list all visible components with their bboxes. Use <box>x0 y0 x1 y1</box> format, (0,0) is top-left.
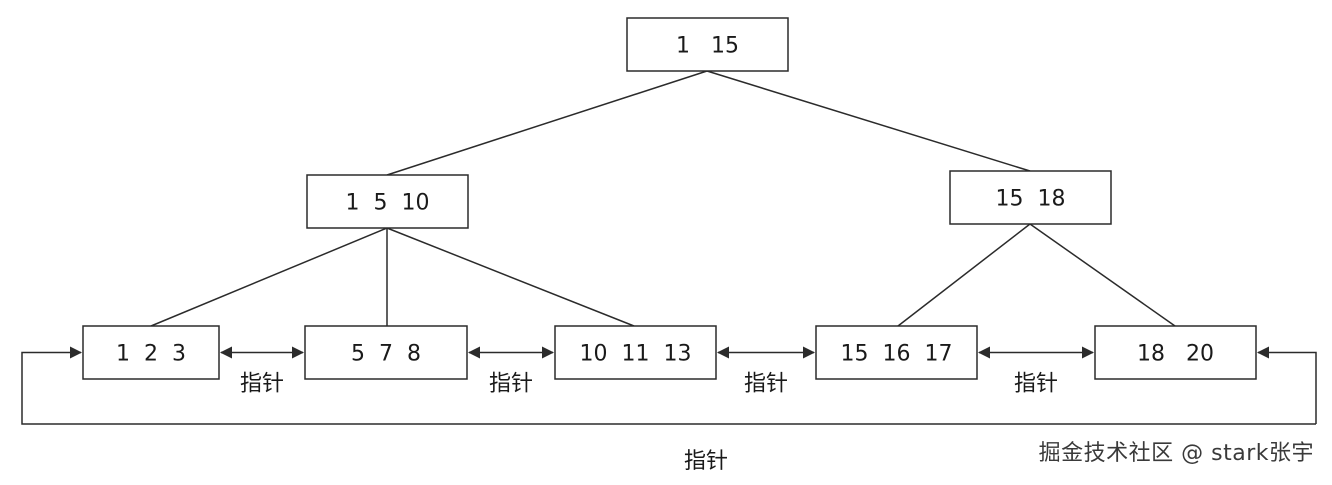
node-label-leaf-2: 5 7 8 <box>351 342 421 367</box>
loop-pointer-left-segment <box>21 346 1316 425</box>
node-internal-right: 15 18 <box>949 170 1112 225</box>
node-root: 1 15 <box>626 17 789 72</box>
node-label-leaf-4: 15 16 17 <box>841 342 953 367</box>
node-box-root <box>626 17 789 72</box>
nodes-layer: 1 15 1 5 10 15 18 1 2 3 5 7 8 10 11 13 15 16 1… <box>82 17 1257 380</box>
node-leaf-1: 1 2 3 <box>82 325 220 380</box>
node-label-leaf-5: 18 20 <box>1137 342 1214 367</box>
node-internal-left: 1 5 10 <box>306 174 469 229</box>
node-box-leaf-2 <box>304 325 468 380</box>
node-box-internal-left <box>306 174 469 229</box>
tree-edge-internal-left-to-leaf-1 <box>150 227 388 327</box>
tree-edge-root-to-internal-right <box>706 70 1031 172</box>
leaf-pointer-label-4: 指针 <box>1014 372 1058 397</box>
pointers-layer: 指针指针指针指针指针 <box>21 346 1317 474</box>
node-label-leaf-1: 1 2 3 <box>116 342 186 367</box>
node-leaf-3: 10 11 13 <box>554 325 717 380</box>
leaf-pointer-label-1: 指针 <box>240 372 284 397</box>
tree-edge-internal-right-to-leaf-4 <box>897 223 1031 327</box>
node-leaf-2: 5 7 8 <box>304 325 468 380</box>
node-leaf-5: 18 20 <box>1094 325 1257 380</box>
leaf-pointer-label-3: 指针 <box>744 372 788 397</box>
loop-pointer-right-segment <box>1257 346 1317 424</box>
tree-edge-internal-right-to-leaf-5 <box>1029 223 1176 327</box>
node-label-leaf-3: 10 11 13 <box>580 342 692 367</box>
node-label-root: 1 15 <box>676 34 739 59</box>
node-label-internal-left: 1 5 10 <box>346 191 430 216</box>
node-box-leaf-1 <box>82 325 220 380</box>
watermark: 掘金技术社区 @ stark张宇 <box>1038 441 1314 466</box>
edges-layer <box>150 70 1176 327</box>
node-box-leaf-4 <box>815 325 978 380</box>
node-box-leaf-5 <box>1094 325 1257 380</box>
node-box-leaf-3 <box>554 325 717 380</box>
tree-edge-root-to-internal-left <box>386 70 708 176</box>
leaf-pointer-label-2: 指针 <box>489 372 533 397</box>
node-label-internal-right: 15 18 <box>996 187 1066 212</box>
tree-edge-internal-left-to-leaf-3 <box>386 227 635 327</box>
node-box-internal-right <box>949 170 1112 225</box>
node-leaf-4: 15 16 17 <box>815 325 978 380</box>
loop-pointer-label: 指针 <box>684 449 728 474</box>
